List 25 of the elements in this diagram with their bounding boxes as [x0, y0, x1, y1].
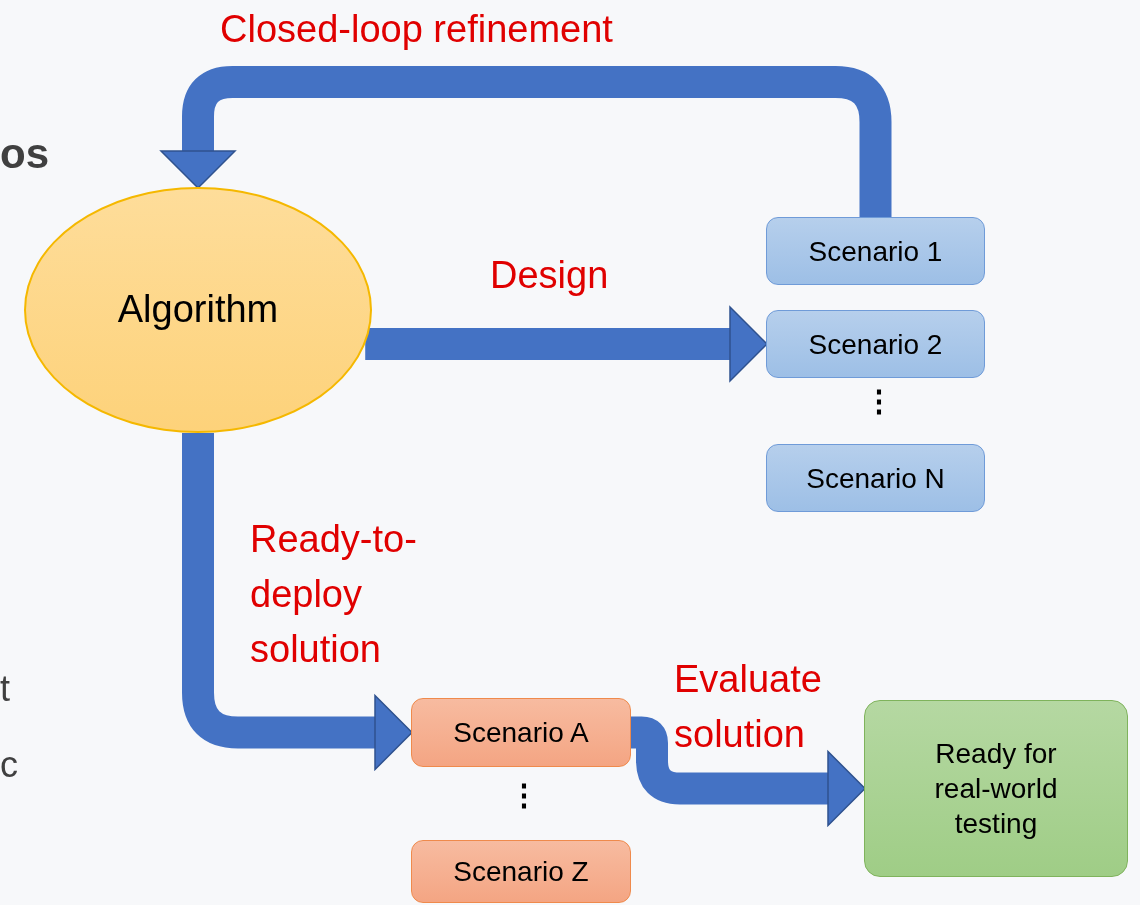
node-label: Scenario 2 — [808, 327, 943, 362]
scenario-box — [411, 840, 631, 903]
node-label: Scenario 1 — [808, 234, 943, 269]
block-arrow — [365, 306, 768, 382]
node-label: Scenario Z — [453, 855, 589, 889]
edge-label: Ready-to-deploy solution — [250, 517, 418, 673]
scenario-box — [766, 310, 985, 378]
scenario-box — [766, 444, 985, 512]
scenario-box — [411, 698, 631, 767]
text-fragment: t — [0, 667, 10, 711]
edge-label: Design — [490, 253, 610, 298]
ellipsis: ⋮ — [864, 386, 894, 416]
node-label: Ready for real-world testing — [933, 737, 1059, 841]
title-fragment: os — [0, 129, 49, 179]
block-arrow — [160, 66, 892, 217]
result-box — [864, 700, 1128, 877]
block-arrow — [182, 433, 413, 771]
edge-label: Closed-loop refinement — [220, 7, 614, 52]
ellipsis: ⋮ — [509, 780, 539, 810]
edge-label: Evaluate solution — [674, 657, 823, 758]
node-label: Scenario N — [806, 461, 945, 496]
scenario-box — [766, 217, 985, 285]
node-label: Algorithm — [117, 287, 279, 333]
node-label: Scenario A — [453, 716, 589, 750]
text-fragment: c — [0, 743, 18, 787]
